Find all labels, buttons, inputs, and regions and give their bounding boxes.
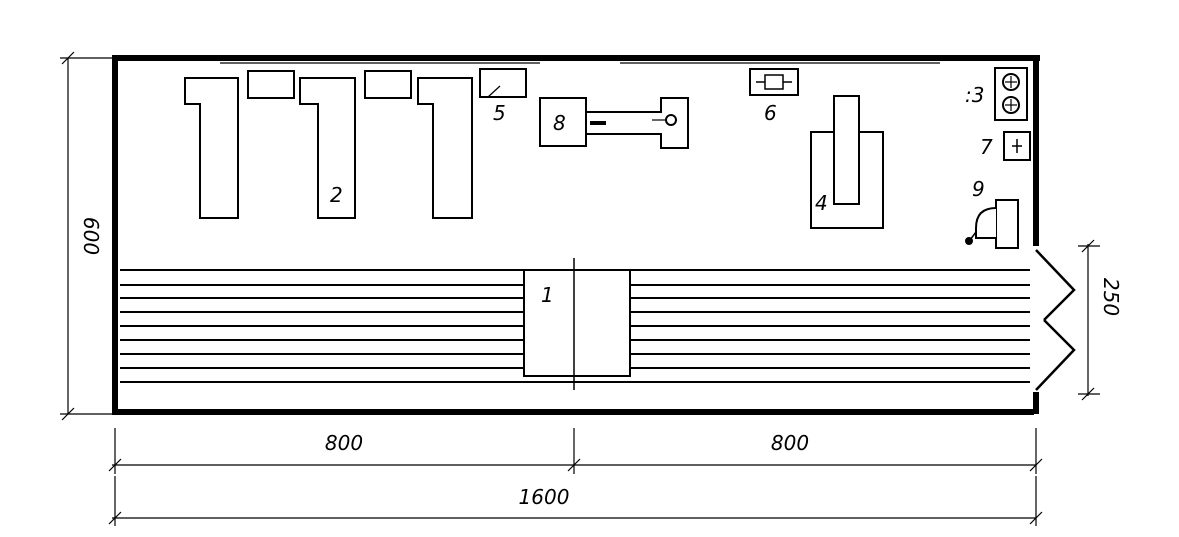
label-item-2: 2: [330, 183, 343, 207]
label-item-8: 8: [553, 111, 566, 135]
item-9-washbasin: [965, 199, 1019, 249]
label-item-9: 9: [972, 177, 985, 201]
label-item-7: 7: [980, 135, 993, 159]
item-7-cabinet: [1003, 131, 1031, 161]
item-1-carriage: 1: [523, 258, 631, 390]
dimension-halves: [108, 428, 1043, 474]
item-2-workbenches: [184, 70, 473, 219]
outer-walls: [112, 55, 1040, 415]
item-8-machine: [539, 97, 689, 149]
label-item-4: 4: [815, 191, 828, 215]
dimension-left-half-label: 800: [325, 431, 363, 455]
dimension-width: [60, 51, 112, 421]
dimension-door-label: 250: [1099, 278, 1123, 316]
double-door: [1035, 249, 1076, 391]
item-5-equipment: 5: [479, 68, 527, 125]
item-4-machine: [810, 95, 884, 229]
label-item-3: :3: [965, 83, 984, 107]
dimension-total: [108, 476, 1043, 526]
dimension-width-label: 600: [79, 217, 103, 255]
label-item-6: 6: [764, 101, 777, 125]
dimension-right-half-label: 800: [771, 431, 809, 455]
item-3-equipment: [994, 67, 1028, 121]
label-item-1: 1: [541, 283, 554, 307]
dimension-door: [1078, 239, 1100, 401]
label-item-5: 5: [493, 101, 506, 125]
dimension-total-label: 1600: [519, 485, 570, 509]
item-6-device: [749, 68, 799, 96]
